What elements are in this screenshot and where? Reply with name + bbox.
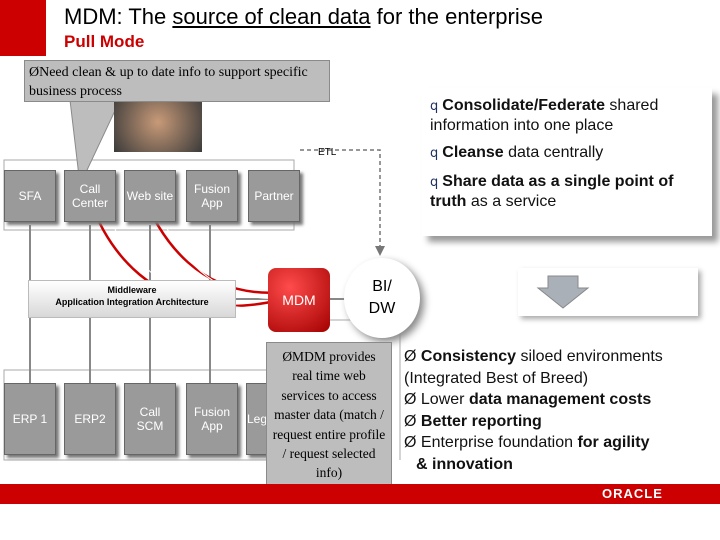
system-partner: Partner [248, 170, 300, 222]
page-subtitle: Pull Mode [64, 32, 145, 51]
benefit-consistency-line2: (Integrated Best of Breed) [404, 369, 589, 387]
mdm-hub: MDM [268, 268, 330, 332]
etl-arrowhead [375, 246, 385, 256]
footer-bar [0, 484, 720, 504]
system-erp2: ERP2 [64, 383, 116, 455]
benefits-list: Ø Consistency siloed environments (Integ… [404, 346, 714, 476]
system-fusion-app-bottom: Fusion App [186, 383, 238, 455]
arrow-bullet-icon: Ø [404, 412, 417, 430]
header-red-bar [0, 0, 46, 56]
down-arrow-glyph [536, 275, 590, 309]
etl-label: ETL [318, 147, 337, 158]
system-sfa: SFA [4, 170, 56, 222]
down-arrow-icon [536, 275, 590, 309]
etl-connector [300, 149, 381, 250]
bi-dw-node: BI/ DW [344, 258, 420, 338]
need-info-callout: ØNeed clean & up to date info to support… [24, 60, 330, 102]
benefit-agility-line2: & innovation [416, 455, 513, 473]
benefit-costs: Ø Lower data management costs [404, 391, 652, 409]
benefit-consistency: Ø Consistency siloed environments [404, 348, 663, 365]
arrow-bullet-icon: Ø [404, 348, 417, 365]
system-web-site: Web site [124, 170, 176, 222]
oracle-logo: ORACLE [602, 486, 663, 501]
user-photo [114, 102, 202, 152]
middleware-bar: Middleware Application Integration Archi… [28, 280, 236, 318]
system-call-center: Call Center [64, 170, 116, 222]
benefit-agility: Ø Enterprise foundation for agility [404, 434, 650, 452]
title-underlined: source of clean data [172, 4, 371, 29]
checkbox-bullet-icon: q [430, 175, 439, 190]
system-erp1: ERP 1 [4, 383, 56, 455]
system-call-scm: Call SCM [124, 383, 176, 455]
mdm-services-callout: ØMDM provides real time web services to … [266, 342, 392, 504]
benefit-reporting: Ø Better reporting [404, 412, 542, 430]
checkbox-bullet-icon: q [430, 99, 439, 114]
page-title: MDM: The source of clean data for the en… [64, 4, 543, 29]
arrow-bullet-icon: Ø [404, 434, 417, 452]
arrow-bullet-icon: Ø [404, 391, 417, 409]
system-fusion-app-top: Fusion App [186, 170, 238, 222]
checkbox-bullet-icon: q [430, 146, 439, 161]
